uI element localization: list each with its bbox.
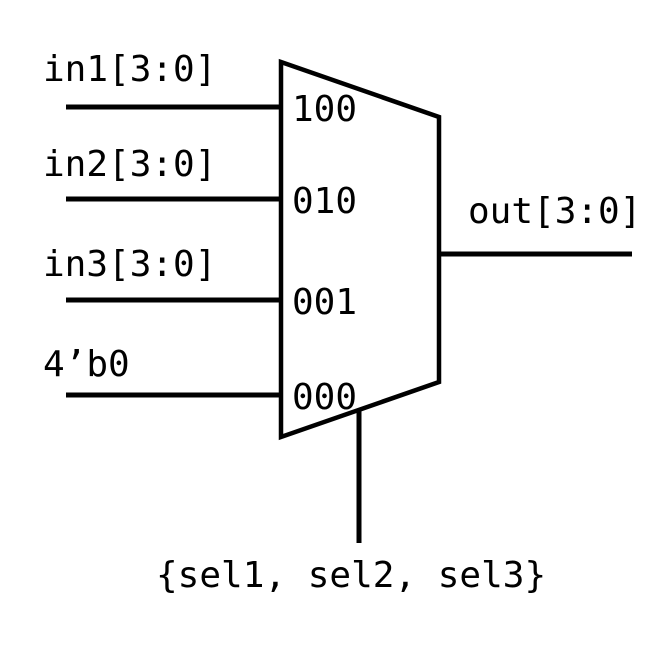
input-label-in1: in1[3:0] xyxy=(43,49,217,90)
mux-select-code-001: 001 xyxy=(292,282,358,323)
input-label-const-zero: 4’b0 xyxy=(43,344,130,385)
input-label-in2: in2[3:0] xyxy=(43,144,217,185)
mux-select-code-010: 010 xyxy=(292,181,358,222)
mux-body-shape xyxy=(278,58,442,441)
select-bus-label: {sel1, sel2, sel3} xyxy=(156,555,547,596)
output-label: out[3:0] xyxy=(468,191,642,232)
input-label-in3: in3[3:0] xyxy=(43,244,217,285)
mux-select-code-000: 000 xyxy=(292,377,358,418)
mux-select-code-100: 100 xyxy=(292,89,358,130)
